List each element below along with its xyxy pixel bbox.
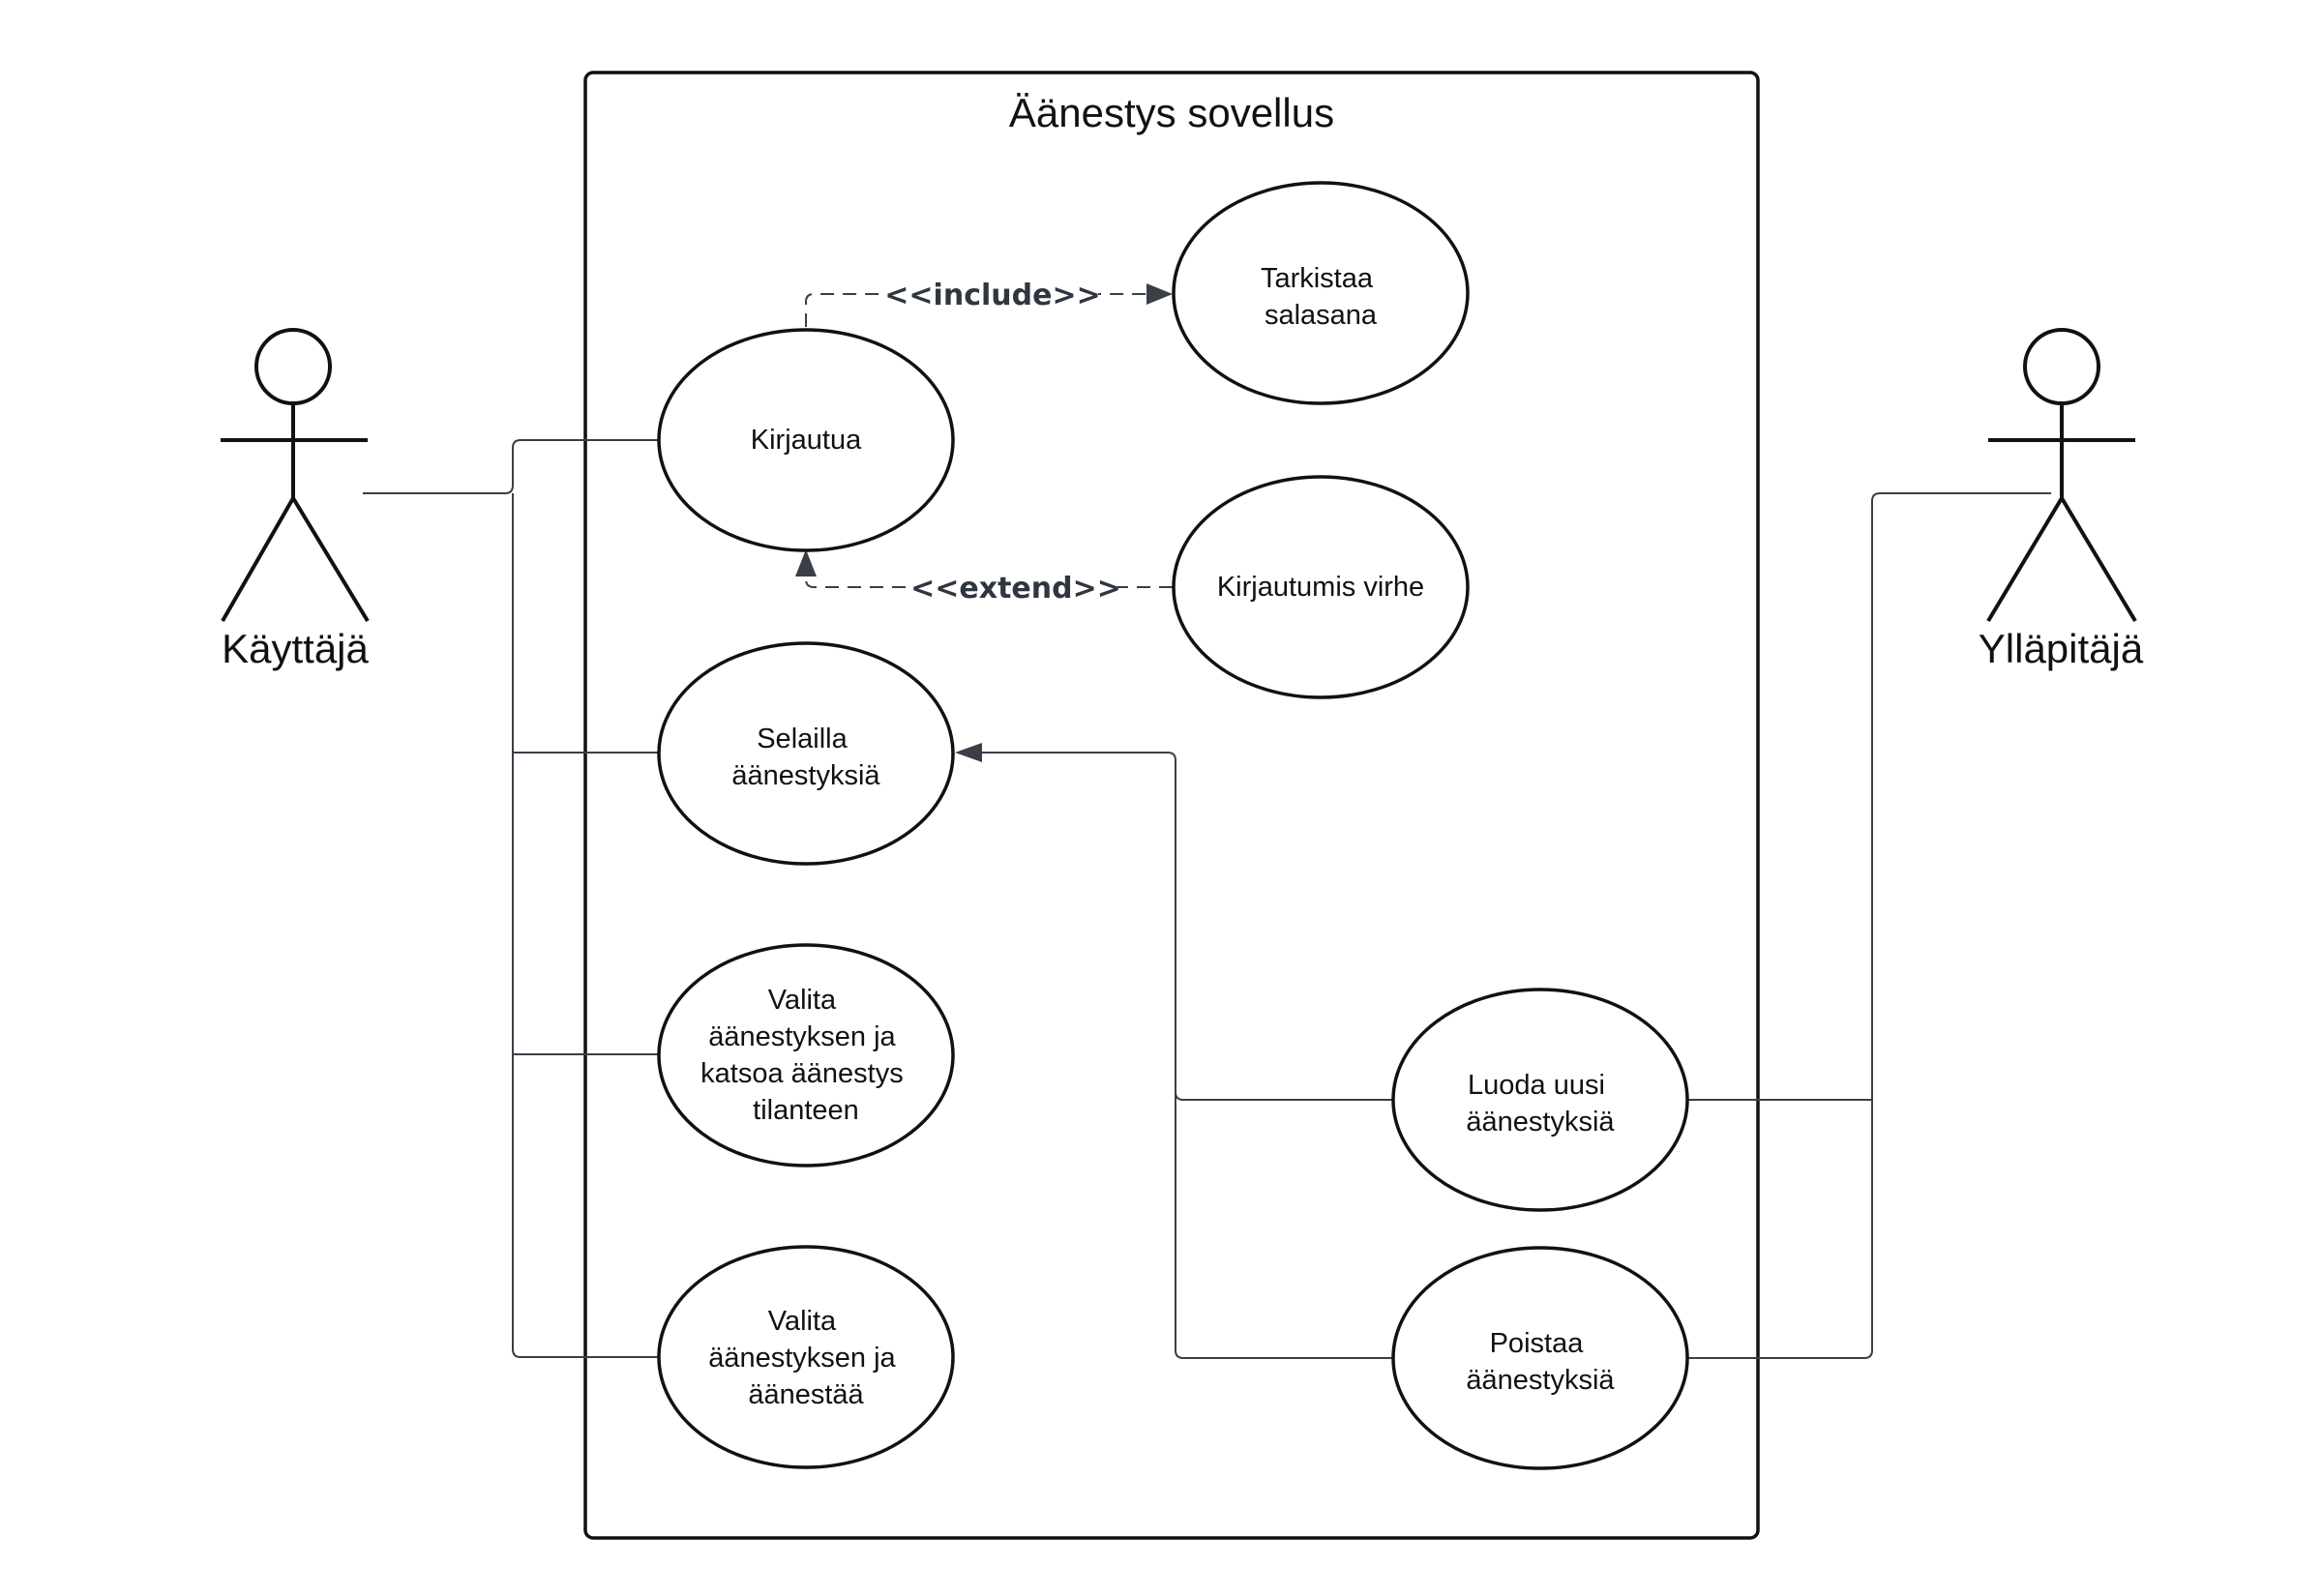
actor-admin-right-leg [2060, 496, 2137, 623]
include-label-bg [885, 275, 1098, 313]
use-case-browse-label: Selailla äänestyksiä [731, 724, 880, 791]
use-case-line: Tarkistaa [1261, 263, 1374, 294]
use-case-line: äänestyksen ja [708, 1021, 896, 1052]
assoc-create-browse [968, 752, 1393, 1101]
use-case-delete-label: Poistaa äänestyksiä [1466, 1328, 1615, 1396]
assoc-user-trunk [512, 493, 660, 1358]
use-case-view-status[interactable]: Valita äänestyksen ja katsoa äänestys ti… [657, 943, 955, 1167]
use-case-line: Valita [768, 985, 837, 1016]
system-title: Äänestys sovellus [1009, 90, 1334, 135]
assoc-delete-browse [1175, 1092, 1393, 1359]
actor-admin-label: Ylläpitäjä [1979, 626, 2144, 671]
use-case-line: Valita [768, 1306, 837, 1337]
use-case-line: salasana [1265, 300, 1378, 331]
actor-user-label: Käyttäjä [222, 626, 369, 671]
use-case-login[interactable]: Kirjautua [657, 328, 955, 552]
include-connector [805, 293, 1151, 327]
use-case-line: katsoa äänestys [700, 1058, 904, 1089]
use-case-login-error-label: Kirjautumis virhe [1217, 572, 1424, 603]
use-case-view-status-label: Valita äänestyksen ja katsoa äänestys ti… [700, 985, 911, 1126]
use-case-line: Luoda uusi [1468, 1070, 1605, 1101]
use-case-line: tilanteen [753, 1095, 859, 1126]
actor-admin[interactable]: Ylläpitäjä [1979, 328, 2144, 671]
use-case-create[interactable]: Luoda uusi äänestyksiä [1391, 988, 1689, 1212]
use-case-line: äänestyksiä [731, 760, 880, 791]
arrowhead-extend [795, 549, 817, 576]
use-case-line: äänestyksiä [1466, 1107, 1615, 1138]
use-case-line: Kirjautua [751, 425, 862, 456]
actor-user-left-leg [221, 497, 295, 622]
actor-admin-left-leg [1986, 496, 2064, 623]
arrowhead-include [1146, 283, 1173, 305]
assoc-user-login [363, 439, 660, 494]
use-case-line: äänestyksen ja [708, 1343, 896, 1374]
assoc-admin-trunk [1688, 492, 2051, 1359]
use-case-check-password-label: Tarkistaa salasana [1261, 263, 1381, 331]
extend-connector [805, 571, 1173, 588]
actor-user[interactable]: Käyttäjä [221, 328, 370, 671]
use-case-login-error[interactable]: Kirjautumis virhe [1172, 475, 1470, 699]
use-case-line: Kirjautumis virhe [1217, 572, 1424, 603]
use-case-vote-label: Valita äänestyksen ja äänestää [708, 1306, 904, 1410]
use-case-line: äänestää [748, 1379, 864, 1410]
actor-user-right-leg [291, 496, 370, 623]
use-case-vote[interactable]: Valita äänestyksen ja äänestää [657, 1245, 955, 1469]
arrowhead-browse [955, 743, 982, 762]
use-case-line: Poistaa [1490, 1328, 1585, 1359]
use-case-check-password[interactable]: Tarkistaa salasana [1172, 181, 1470, 405]
use-case-login-label: Kirjautua [751, 425, 862, 456]
extend-label-bg [914, 568, 1117, 606]
use-case-line: Selailla [757, 724, 848, 754]
use-case-create-label: Luoda uusi äänestyksiä [1466, 1070, 1615, 1138]
use-case-delete[interactable]: Poistaa äänestyksiä [1391, 1246, 1689, 1470]
actor-user-head [254, 328, 332, 405]
include-label: <<include>> [884, 279, 1100, 312]
use-case-line: äänestyksiä [1466, 1365, 1615, 1396]
actor-admin-head [2023, 328, 2100, 405]
extend-label: <<extend>> [910, 572, 1121, 606]
use-case-browse[interactable]: Selailla äänestyksiä [657, 641, 955, 866]
